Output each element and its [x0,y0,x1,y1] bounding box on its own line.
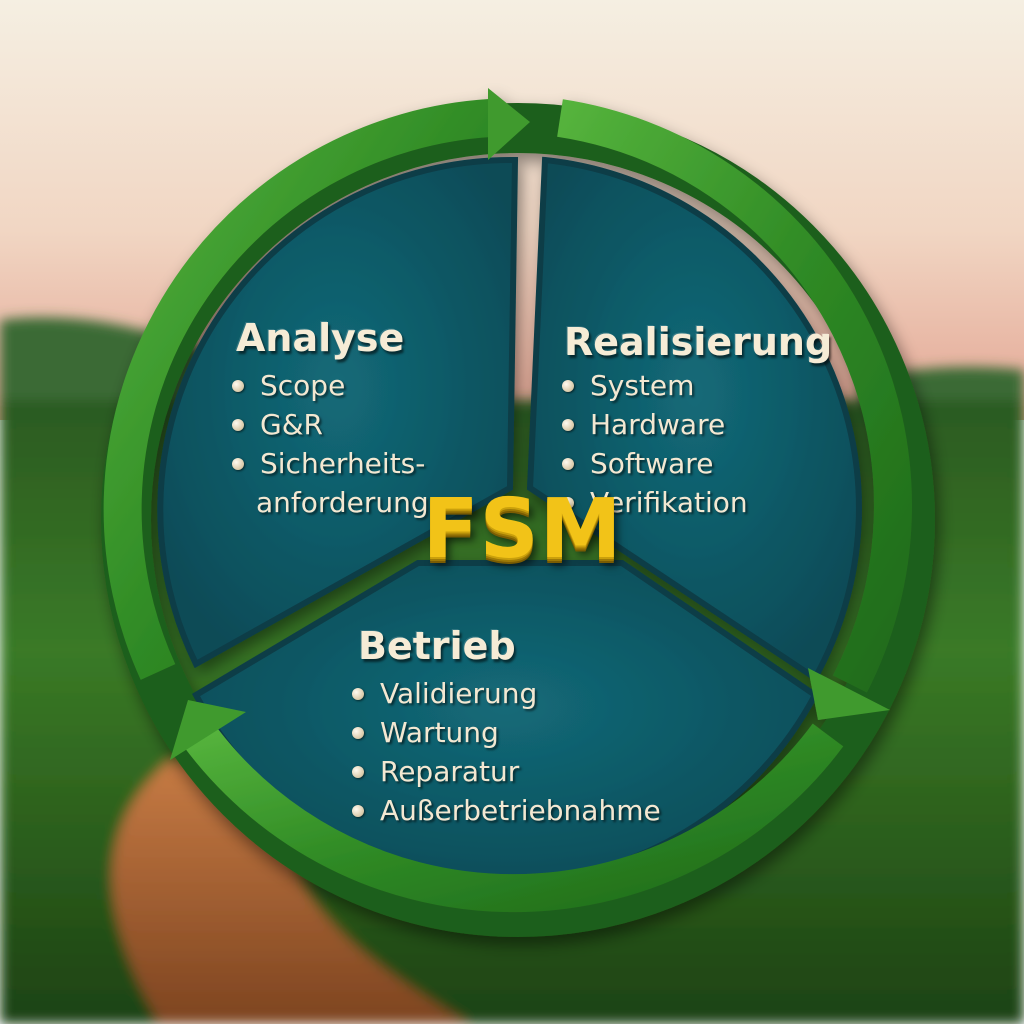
list-item: Wartung [352,713,661,752]
segment-title-realisierung: Realisierung [564,320,833,364]
bullet-icon [562,380,574,392]
list-item: G&R [232,405,429,444]
list-item: Verifikation [562,483,748,522]
segment-title-analyse: Analyse [236,316,405,360]
list-item: Sicherheits- [232,444,429,483]
list-item: Scope [232,366,429,405]
segment-list-realisierung: System Hardware Software Verifikation [562,366,748,522]
bullet-icon [352,688,364,700]
list-item: anforderung [256,486,429,519]
arrow-betrieb-to-analyse [182,722,844,913]
segment-analyse [157,156,519,669]
list-item: Software [562,444,748,483]
list-item: Außerbetriebnahme [352,791,661,830]
segment-title-betrieb: Betrieb [358,624,516,668]
bullet-icon [352,766,364,778]
bullet-icon [562,458,574,470]
arrow-analyse-to-realisierung [103,99,492,680]
arrowhead-top [488,88,530,160]
arrow-realisierung-to-betrieb [557,99,912,693]
bullet-icon [352,805,364,817]
segment-list-analyse: Scope G&R Sicherheits- anforderung [232,366,429,522]
segment-list-betrieb: Validierung Wartung Reparatur Außerbetri… [352,674,661,830]
cycle-arrows [103,99,912,913]
arrowhead-left [170,700,246,760]
dirt-path [112,760,471,1024]
bullet-icon [562,497,574,509]
bullet-icon [232,458,244,470]
arrowhead-right [808,668,890,720]
cycle-diagram [101,88,935,937]
segment-realisierung [526,156,862,683]
bullet-icon [232,419,244,431]
bullet-icon [232,380,244,392]
list-item: Reparatur [352,752,661,791]
list-item: Validierung [352,674,661,713]
bullet-icon [562,419,574,431]
list-item: System [562,366,748,405]
bullet-icon [352,727,364,739]
list-item: Hardware [562,405,748,444]
center-label: FSM [422,482,623,577]
